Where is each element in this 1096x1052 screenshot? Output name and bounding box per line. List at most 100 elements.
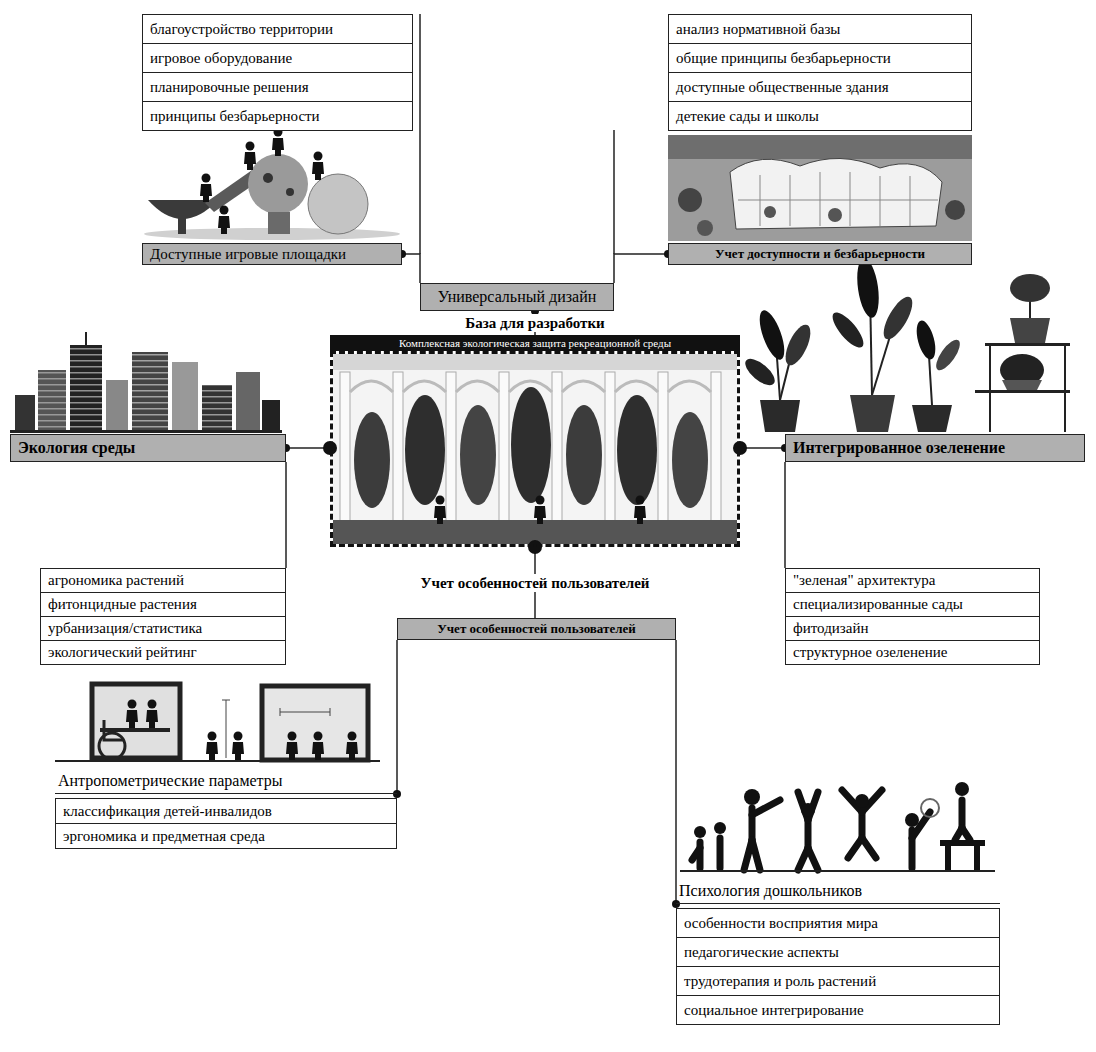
building-model-picture bbox=[738, 172, 938, 226]
heading-box: Универсальный дизайн bbox=[420, 283, 614, 311]
children-picture bbox=[855, 794, 869, 808]
recreation-hall-picture bbox=[350, 381, 711, 392]
children-picture bbox=[955, 782, 969, 796]
recreation-hall-picture bbox=[403, 381, 446, 392]
anthropometry-picture bbox=[286, 732, 298, 761]
heading-box: Экология среды bbox=[10, 434, 286, 462]
list-cell: фитодизайн bbox=[785, 616, 1040, 641]
plants-picture bbox=[1010, 318, 1050, 343]
connector-line bbox=[675, 640, 677, 904]
plants-picture bbox=[775, 290, 1065, 432]
skyline-picture bbox=[10, 430, 282, 433]
underlined-heading: Психология дошкольников bbox=[676, 878, 1000, 904]
playground-picture bbox=[200, 174, 212, 203]
skyline-picture bbox=[202, 385, 232, 432]
children-picture bbox=[714, 822, 726, 834]
connector-line bbox=[396, 640, 398, 794]
plants-picture bbox=[1002, 380, 1042, 390]
connector-line bbox=[614, 254, 668, 283]
node-label: фитодизайн bbox=[793, 620, 868, 637]
anthropometry-picture bbox=[222, 700, 230, 701]
children-picture bbox=[692, 790, 970, 870]
plants-picture bbox=[850, 395, 895, 432]
recreation-hall-picture bbox=[566, 405, 602, 505]
recreation-hall-picture bbox=[333, 354, 737, 544]
recreation-hall-picture bbox=[634, 496, 646, 525]
skyline-picture bbox=[106, 380, 128, 432]
building-model-picture bbox=[738, 200, 938, 201]
bracket-line bbox=[285, 462, 287, 568]
list-cell: трудотерапия и роль растений bbox=[676, 966, 1000, 996]
node-label: принципы безбарьерности bbox=[150, 108, 320, 125]
plants-picture bbox=[913, 319, 939, 362]
children-picture bbox=[805, 820, 812, 848]
skyline-picture bbox=[202, 385, 232, 432]
building-model-picture bbox=[820, 172, 821, 226]
recreation-hall-picture bbox=[456, 381, 499, 392]
node-label: Интегрированное озеленение bbox=[793, 439, 1005, 457]
skyline-picture bbox=[262, 400, 280, 432]
title-band: Комплексная экологическая защита рекреац… bbox=[330, 335, 740, 351]
playground-picture bbox=[272, 128, 284, 157]
node-label: трудотерапия и роль растений bbox=[684, 973, 876, 990]
recreation-hall-picture bbox=[509, 381, 552, 392]
anthropometry-picture bbox=[92, 684, 180, 758]
node-label: особенности восприятия мира bbox=[684, 915, 878, 932]
node-label: благоустройство территории bbox=[150, 21, 333, 38]
list-cell: урбанизация/статистика bbox=[40, 616, 286, 641]
skyline-picture bbox=[38, 370, 66, 432]
skyline-picture bbox=[132, 352, 168, 432]
list-cell: принципы безбарьерности bbox=[142, 101, 413, 131]
children-picture bbox=[692, 848, 700, 860]
anthropometry-picture bbox=[55, 684, 380, 762]
playground-picture bbox=[244, 142, 256, 171]
children-picture bbox=[862, 838, 876, 858]
bracket-line bbox=[784, 462, 786, 568]
node-label: игровое оборудование bbox=[150, 50, 292, 67]
building-model-picture bbox=[880, 176, 881, 226]
plants-picture bbox=[755, 307, 790, 362]
recreation-hall-picture bbox=[393, 372, 403, 522]
list-cell: доступные общественные здания bbox=[668, 72, 972, 102]
skyline-picture bbox=[85, 332, 87, 345]
skyline-picture bbox=[70, 345, 102, 432]
node-label: экологический рейтинг bbox=[48, 644, 197, 661]
anthropometry-picture bbox=[262, 686, 368, 760]
list-cell: экологический рейтинг bbox=[40, 640, 286, 665]
node-label: Экология среды bbox=[18, 439, 135, 457]
anthropometry-picture bbox=[280, 708, 281, 716]
bracket-line bbox=[613, 130, 615, 254]
list-cell: социальное интегрирование bbox=[676, 995, 1000, 1025]
anthropometry-picture bbox=[232, 732, 244, 761]
node-label: классификация детей-инвалидов bbox=[63, 803, 272, 820]
anthropometry-picture bbox=[312, 732, 324, 761]
plants-picture bbox=[854, 257, 882, 319]
junction-dot bbox=[672, 900, 680, 908]
playground-picture bbox=[144, 128, 400, 241]
node-label: Антропометрические параметры bbox=[58, 772, 283, 790]
underlined-heading: Антропометрические параметры bbox=[55, 768, 397, 794]
list-cell: эргономика и предметная среда bbox=[55, 823, 397, 849]
plants-picture bbox=[1064, 345, 1066, 432]
plants-picture bbox=[781, 321, 816, 368]
building-model-picture bbox=[668, 135, 972, 241]
junction-dot bbox=[528, 540, 542, 554]
recreation-hall-picture bbox=[711, 372, 721, 522]
list-cell: фитонцидные растения bbox=[40, 592, 286, 617]
node-label: агрономика растений bbox=[48, 572, 184, 589]
children-picture bbox=[859, 812, 866, 838]
node-label: эргономика и предметная среда bbox=[63, 828, 265, 845]
recreation-hall-picture bbox=[672, 412, 708, 508]
children-picture bbox=[905, 813, 919, 827]
node-label: Универсальный дизайн bbox=[438, 288, 597, 306]
plants-picture bbox=[741, 257, 1070, 432]
list-cell: структурное озеленение bbox=[785, 640, 1040, 665]
node-label: социальное интегрирование bbox=[684, 1002, 864, 1019]
junction-dot bbox=[393, 790, 401, 798]
children-picture bbox=[940, 840, 985, 872]
children-picture bbox=[921, 799, 939, 817]
heading-box: Доступные игровые площадки bbox=[142, 243, 402, 265]
building-model-picture bbox=[668, 135, 972, 159]
